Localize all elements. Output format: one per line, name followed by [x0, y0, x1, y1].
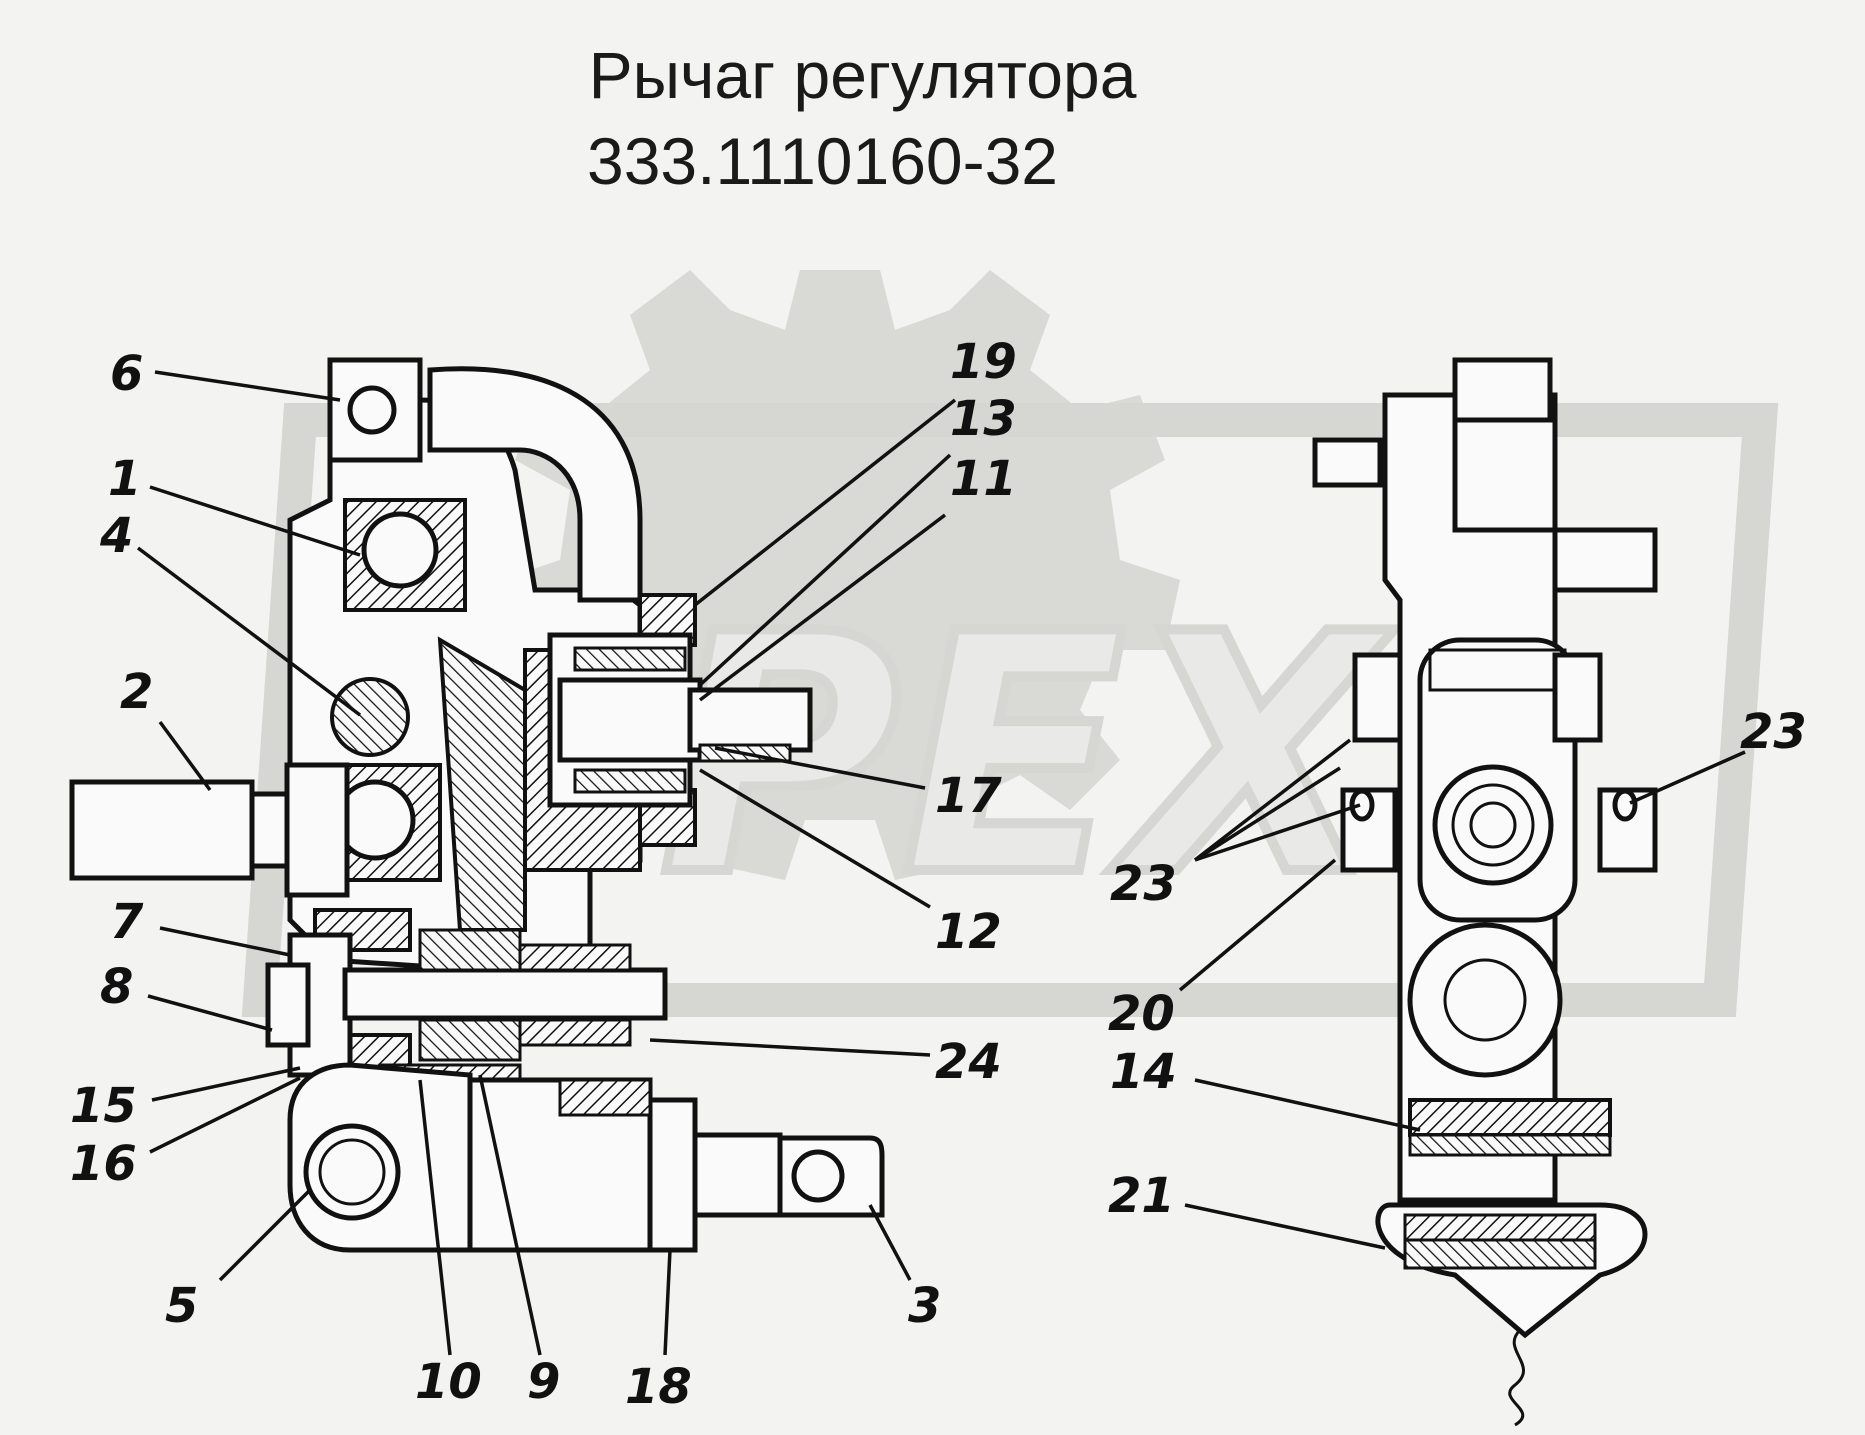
callout-3: 3: [908, 1278, 941, 1334]
callout-11: 11: [950, 451, 1017, 507]
adjusting-boss: [547, 593, 813, 847]
callout-8: 8: [100, 959, 133, 1015]
callout-19: 19: [950, 334, 1017, 390]
callout-24: 24: [935, 1034, 1002, 1090]
hole-3-icon: [791, 1149, 845, 1203]
leader-lines: [136, 370, 1746, 1356]
callout-1: 1: [108, 451, 141, 507]
worm-shaft: [265, 908, 668, 1087]
pin-4-icon: [330, 677, 410, 757]
diagram-title: Рычаг регулятора: [588, 38, 1137, 112]
callout-17: 17: [935, 768, 1002, 824]
callout-21: 21: [1108, 1168, 1175, 1224]
callout-18: 18: [625, 1359, 692, 1415]
callout-10: 10: [415, 1354, 482, 1410]
callout-23-left: 23: [1110, 856, 1177, 912]
callout-13: 13: [950, 391, 1017, 447]
callout-labels: 6 1 4 2 7 8 15 16 5 10 9 18 3 24 12 17 1…: [70, 334, 1807, 1415]
hole-6-icon: [347, 385, 397, 435]
callout-12: 12: [935, 904, 1002, 960]
callout-14: 14: [1110, 1044, 1177, 1100]
callout-15: 15: [70, 1078, 137, 1134]
callout-2: 2: [120, 664, 153, 720]
shaft-1-icon: [361, 511, 439, 589]
watermark-text: PEX: [659, 564, 1394, 948]
callout-5: 5: [165, 1278, 198, 1334]
diagram-part-number: 333.1110160-32: [587, 124, 1058, 198]
callout-20: 20: [1108, 986, 1175, 1042]
callout-16: 16: [70, 1136, 137, 1192]
rod-2: [69, 762, 350, 898]
callout-9: 9: [527, 1354, 560, 1410]
callout-4: 4: [99, 508, 133, 564]
lever-body: [287, 357, 643, 973]
adjuster-icon: [1407, 922, 1563, 1078]
callout-23-right: 23: [1740, 704, 1807, 760]
callout-7: 7: [110, 894, 144, 950]
clevis-assembly: [287, 1062, 885, 1253]
callout-6: 6: [110, 346, 143, 402]
side-view: [1312, 357, 1658, 1427]
